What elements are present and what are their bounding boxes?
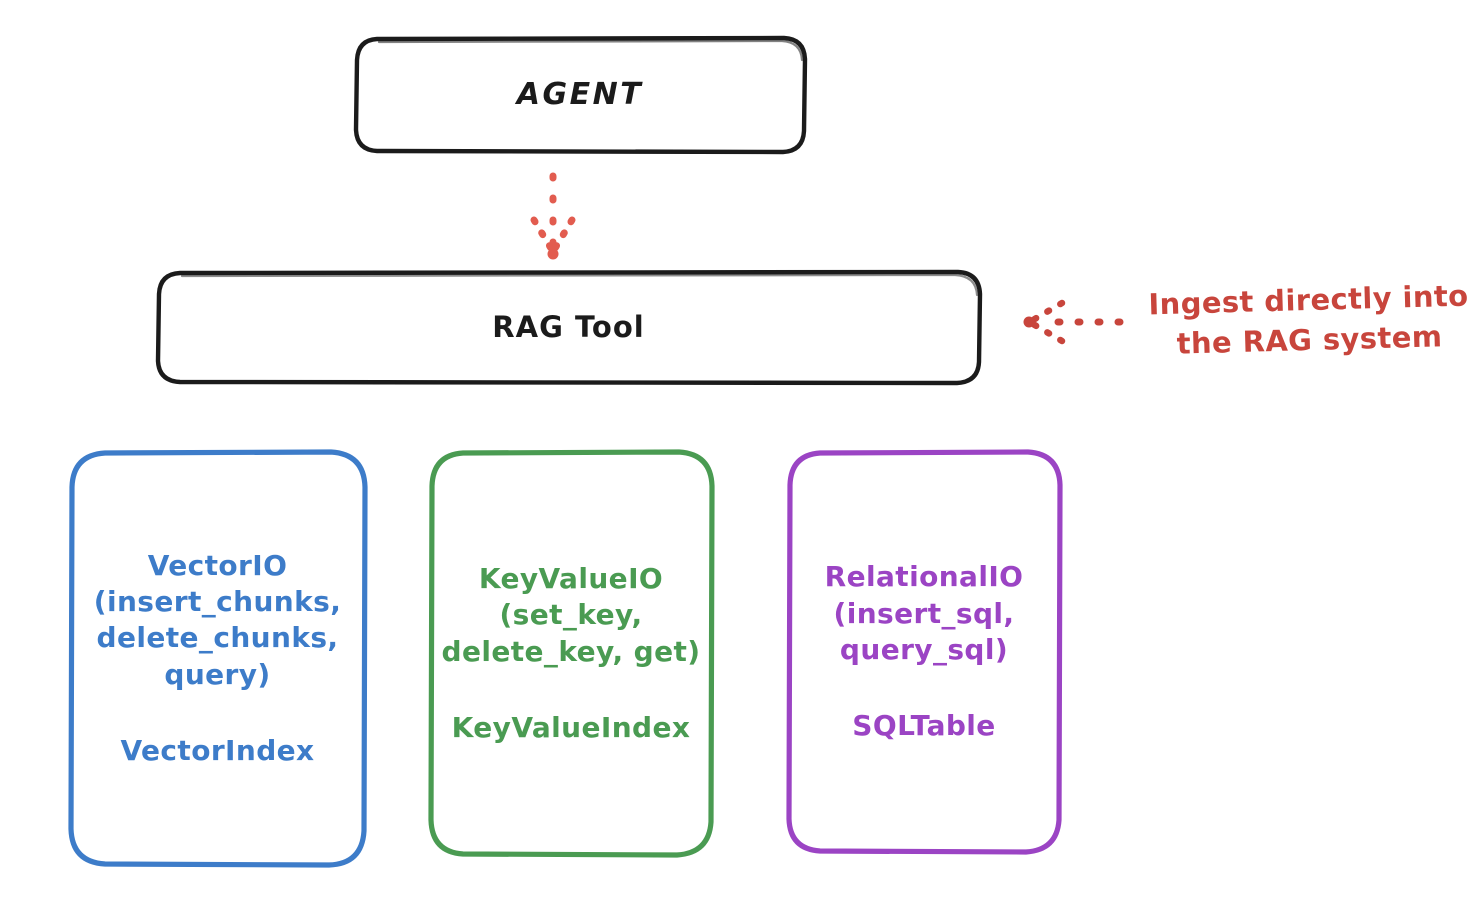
vector-io-box-shape xyxy=(68,449,368,868)
relational-io-box-shape xyxy=(786,449,1063,855)
rag-tool-label: RAG Tool xyxy=(492,309,645,344)
key-value-io-box-shape xyxy=(428,449,715,858)
agent-node[interactable]: AGENT xyxy=(355,38,805,152)
agent-box-shape xyxy=(353,35,808,155)
key-value-io-node[interactable]: KeyValueIO (set_key, delete_key, get) Ke… xyxy=(430,452,712,855)
agent-to-rag-tool-connector xyxy=(530,172,576,260)
ingest-annotation-label: Ingest directly into the RAG system xyxy=(1147,278,1469,361)
key-value-io-index-label: KeyValueIndex xyxy=(451,710,691,744)
relational-io-text: RelationalIO (insert_sql, query_sql) SQL… xyxy=(819,559,1030,745)
relational-io-index-label: SQLTable xyxy=(852,709,996,743)
key-value-io-api-label: KeyValueIO (set_key, delete_key, get) xyxy=(441,561,701,668)
key-value-io-text: KeyValueIO (set_key, delete_key, get) Ke… xyxy=(436,561,707,747)
relational-io-node[interactable]: RelationalIO (insert_sql, query_sql) SQL… xyxy=(788,452,1060,852)
agent-label: AGENT xyxy=(516,76,644,112)
ingest-annotation-connector xyxy=(1023,299,1124,345)
rag-tool-node[interactable]: RAG Tool xyxy=(157,272,980,383)
vector-io-node[interactable]: VectorIO (insert_chunks, delete_chunks, … xyxy=(70,452,365,865)
relational-io-api-label: RelationalIO (insert_sql, query_sql) xyxy=(824,560,1024,666)
vector-io-index-label: VectorIndex xyxy=(120,734,315,768)
vector-io-text: VectorIO (insert_chunks, delete_chunks, … xyxy=(88,548,348,770)
rag-tool-box-shape xyxy=(155,269,983,386)
vector-io-api-label: VectorIO (insert_chunks, delete_chunks, … xyxy=(93,548,342,691)
